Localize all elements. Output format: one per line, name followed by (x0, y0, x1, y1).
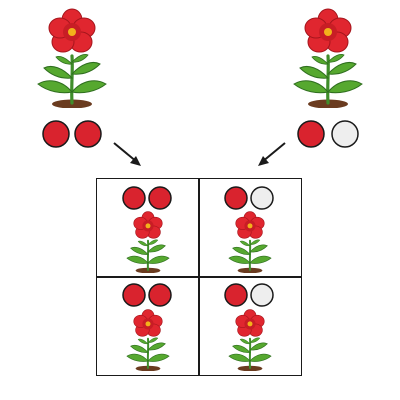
white-circle-icon (250, 186, 274, 210)
red-circle-icon (224, 283, 248, 307)
arrow-icon (113, 142, 141, 166)
red-circle-icon (42, 120, 70, 148)
white-circle-icon (331, 120, 359, 148)
cell-alleles (224, 283, 274, 307)
red-flower-icon (225, 309, 275, 371)
red-flower-icon (123, 309, 173, 371)
punnett-cell-2 (198, 178, 302, 275)
parent-right-alleles (297, 120, 359, 148)
cell-alleles (122, 186, 172, 210)
red-flower-icon (123, 211, 173, 273)
grid-divider-horizontal (97, 276, 301, 278)
parent-left-alleles (42, 120, 102, 148)
arrow-icon (258, 142, 286, 166)
red-circle-icon (148, 186, 172, 210)
white-circle-icon (250, 283, 274, 307)
punnett-cell-1 (96, 178, 197, 275)
red-circle-icon (224, 186, 248, 210)
cell-alleles (224, 186, 274, 210)
red-circle-icon (297, 120, 325, 148)
punnett-cell-3 (96, 276, 197, 375)
red-flower-icon (225, 211, 275, 273)
cell-alleles (122, 283, 172, 307)
punnett-square (96, 178, 302, 376)
red-circle-icon (74, 120, 102, 148)
punnett-cell-4 (198, 276, 302, 375)
red-circle-icon (122, 283, 146, 307)
red-circle-icon (148, 283, 172, 307)
red-circle-icon (122, 186, 146, 210)
